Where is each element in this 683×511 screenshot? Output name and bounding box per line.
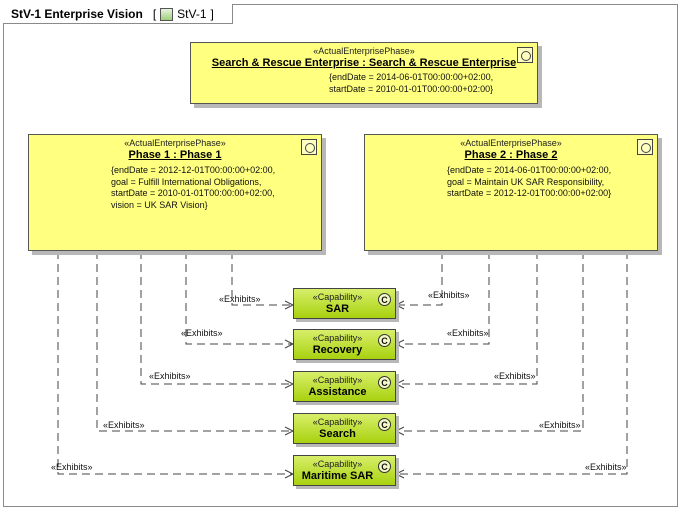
diagram-ref: StV-1 <box>177 6 207 21</box>
enterprise-node[interactable]: «ActualEnterprisePhase» Search & Rescue … <box>190 42 538 104</box>
capability-search[interactable]: «Capability» Search C <box>293 413 396 444</box>
edge-label-p1-maritime: «Exhibits» <box>51 462 93 472</box>
phase-2-props: {endDate = 2014-06-01T00:00:00+02:00, go… <box>447 165 612 198</box>
tab-bracket-close: ] <box>210 6 214 21</box>
edge-p1-sar <box>231 251 293 306</box>
clock-icon <box>301 139 317 155</box>
capability-name: Maritime SAR <box>301 470 374 482</box>
capability-stereotype: «Capability» <box>312 417 363 427</box>
edge-p1-search <box>96 251 293 432</box>
enterprise-stereotype: «ActualEnterprisePhase» <box>313 46 415 56</box>
phase-1-name: Phase 1 : Phase 1 <box>128 149 222 161</box>
capability-name: Recovery <box>312 344 363 356</box>
diagram-title: StV-1 Enterprise Vision <box>11 6 143 21</box>
edge-label-p1-search: «Exhibits» <box>103 420 145 430</box>
phase-2-node[interactable]: «ActualEnterprisePhase» Phase 2 : Phase … <box>364 134 658 251</box>
capability-icon: C <box>378 334 391 347</box>
edge-label-p1-sar: «Exhibits» <box>219 294 261 304</box>
capability-icon: C <box>378 460 391 473</box>
edge-label-p1-assistance: «Exhibits» <box>149 371 191 381</box>
capability-assistance[interactable]: «Capability» Assistance C <box>293 371 396 402</box>
capability-icon: C <box>378 418 391 431</box>
enterprise-props: {endDate = 2014-06-01T00:00:00+02:00, st… <box>329 72 494 94</box>
phase-2-name: Phase 2 : Phase 2 <box>464 149 558 161</box>
edge-label-p2-sar: «Exhibits» <box>428 290 470 300</box>
phase-1-stereotype: «ActualEnterprisePhase» <box>124 138 226 148</box>
edge-label-p2-recovery: «Exhibits» <box>447 328 489 338</box>
edge-label-p2-search: «Exhibits» <box>539 420 581 430</box>
enterprise-name: Search & Rescue Enterprise : Search & Re… <box>211 57 517 69</box>
edge-label-p2-assistance: «Exhibits» <box>494 371 536 381</box>
capability-stereotype: «Capability» <box>312 459 363 469</box>
clock-icon <box>517 47 533 63</box>
capability-name: Search <box>319 428 356 440</box>
edge-p2-recovery <box>396 251 490 345</box>
tab-bracket-open: [ <box>152 6 157 21</box>
edge-label-p1-recovery: «Exhibits» <box>181 328 223 338</box>
capability-stereotype: «Capability» <box>312 292 363 302</box>
capability-name: Assistance <box>308 386 367 398</box>
edge-p1-maritime <box>57 251 293 475</box>
diagram-type-icon <box>160 8 174 21</box>
capability-stereotype: «Capability» <box>312 375 363 385</box>
capability-icon: C <box>378 293 391 306</box>
capability-maritime-sar[interactable]: «Capability» Maritime SAR C <box>293 455 396 486</box>
phase-2-stereotype: «ActualEnterprisePhase» <box>460 138 562 148</box>
clock-icon <box>637 139 653 155</box>
phase-1-props: {endDate = 2012-12-01T00:00:00+02:00, go… <box>111 165 276 210</box>
capability-stereotype: «Capability» <box>312 333 363 343</box>
diagram-tab[interactable]: StV-1 Enterprise Vision [ StV-1 ] <box>3 4 233 24</box>
edge-p2-maritime <box>396 251 628 475</box>
edge-p1-assistance <box>140 251 293 385</box>
edge-p2-search <box>396 251 584 432</box>
edge-p2-sar <box>396 251 443 306</box>
capability-sar[interactable]: «Capability» SAR C <box>293 288 396 319</box>
capability-icon: C <box>378 376 391 389</box>
phase-1-node[interactable]: «ActualEnterprisePhase» Phase 1 : Phase … <box>28 134 322 251</box>
capability-name: SAR <box>325 303 350 315</box>
edge-p2-assistance <box>396 251 538 385</box>
edge-label-p2-maritime: «Exhibits» <box>585 462 627 472</box>
capability-recovery[interactable]: «Capability» Recovery C <box>293 329 396 360</box>
edge-p1-recovery <box>185 251 293 345</box>
